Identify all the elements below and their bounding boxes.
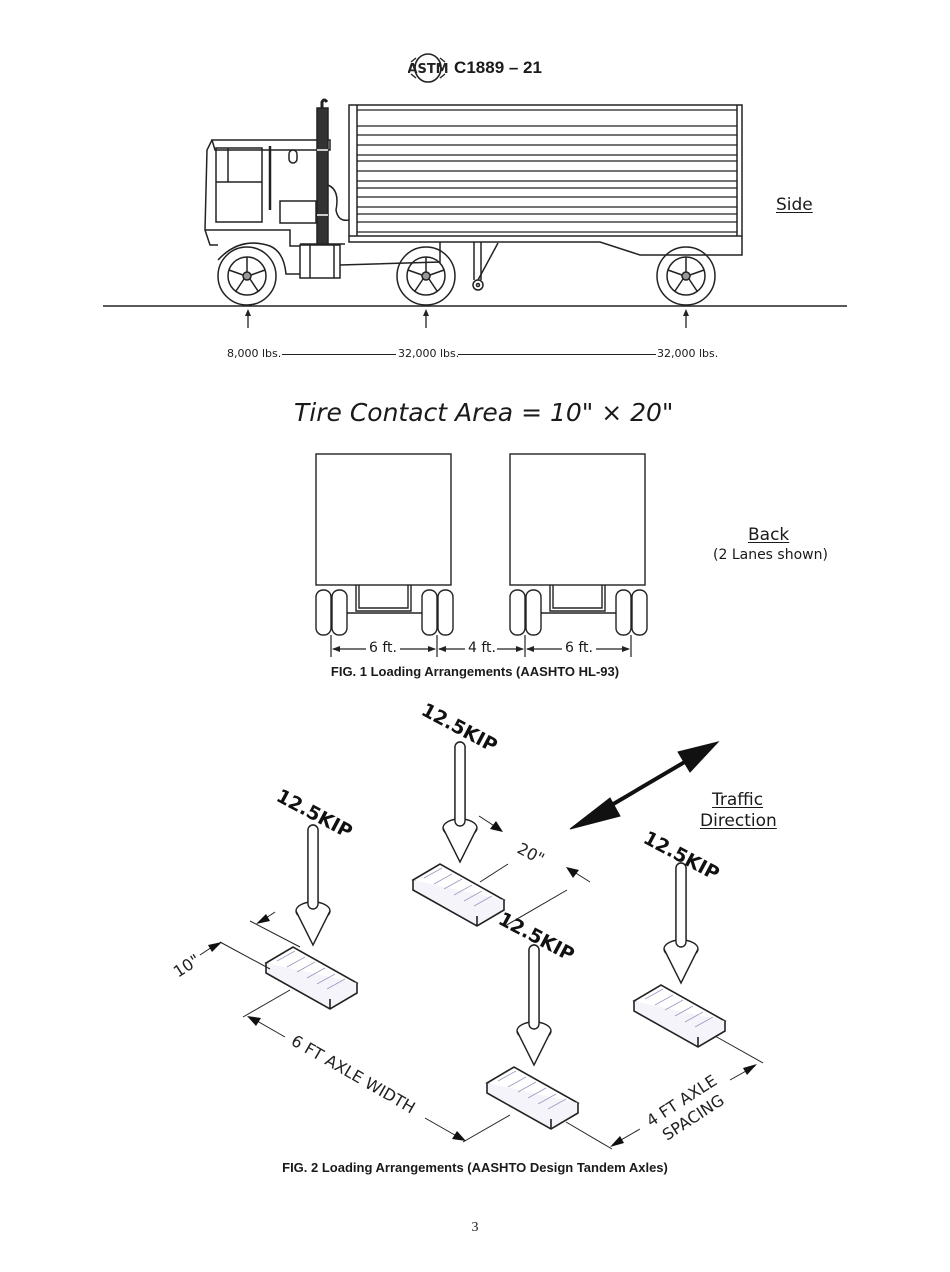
traffic-direction-label-1: Traffic <box>712 790 764 810</box>
back-view-label: Back <box>748 525 790 545</box>
dim-lane-gap: 4 ft. <box>468 640 496 656</box>
astm-logo-icon: ASTM <box>408 53 448 83</box>
axle-load-drive: 32,000 lbs. <box>398 347 460 360</box>
axle-load-rear: 32,000 lbs. <box>657 347 719 360</box>
page-header: ASTM C1889 – 21 <box>0 50 950 86</box>
traffic-direction-label-2: Direction <box>700 811 777 831</box>
truck-back-view-drawing <box>315 453 648 657</box>
truck-side-view-drawing <box>103 98 847 328</box>
svg-text:ASTM: ASTM <box>408 62 448 77</box>
dim-axle-width: 6 FT AXLE WIDTH <box>288 1031 419 1117</box>
figure-1-caption: FIG. 1 Loading Arrangements (AASHTO HL-9… <box>330 664 620 679</box>
dim-lane2-width: 6 ft. <box>565 640 593 656</box>
tire-contact-area-label: Tire Contact Area = 10" × 20" <box>294 398 674 427</box>
wheel <box>217 246 277 306</box>
page-number: 3 <box>471 1220 479 1235</box>
back-view-sublabel: (2 Lanes shown) <box>713 547 828 563</box>
dim-pad-width: 10" <box>170 950 204 981</box>
figure-2-caption: FIG. 2 Loading Arrangements (AASHTO Desi… <box>282 1160 668 1175</box>
dim-lane1-width: 6 ft. <box>369 640 397 656</box>
document-id: C1889 – 21 <box>454 58 542 77</box>
axle-spacing-line <box>458 354 656 355</box>
axle-spacing-line <box>282 354 396 355</box>
tandem-axles-drawing: 12.5KIP 12.5KIP 12.5KIP 12.5KIP 20" 10" <box>170 699 764 1150</box>
side-view-label: Side <box>776 195 813 215</box>
dim-pad-length: 20" <box>514 839 547 869</box>
axle-load-front: 8,000 lbs. <box>227 347 282 360</box>
